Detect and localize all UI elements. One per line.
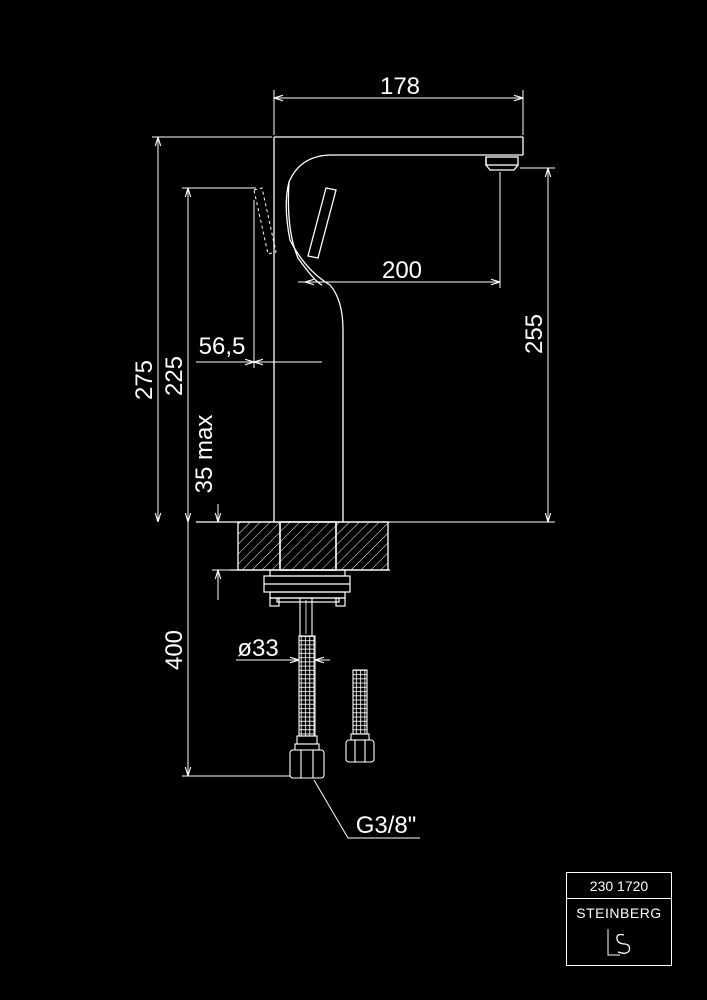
dim-height-275: 275	[131, 360, 158, 400]
hose-secondary	[345, 669, 375, 763]
lever-dashed-position	[253, 187, 277, 255]
dim-reach-200: 200	[382, 257, 422, 284]
steinberg-logo-icon	[607, 929, 631, 956]
deck-section	[196, 521, 390, 571]
lever	[307, 187, 337, 259]
dim-hose-400: 400	[161, 630, 188, 670]
dim-height-255: 255	[521, 314, 548, 354]
faucet-body	[273, 136, 524, 522]
brand-name: STEINBERG	[576, 905, 662, 921]
hose-main	[289, 597, 325, 779]
product-code: 230 1720	[567, 873, 671, 899]
dim-height-225: 225	[161, 356, 188, 396]
dim-diameter-33: ø33	[237, 635, 278, 662]
dim-offset-56-5: 56,5	[199, 333, 246, 360]
dim-thread-g3-8: G3/8"	[356, 812, 417, 839]
title-block: 230 1720 STEINBERG	[566, 872, 672, 966]
dim-width-178: 178	[380, 73, 420, 100]
dimension-lines	[152, 90, 555, 839]
dim-deck-35-max: 35 max	[191, 415, 218, 494]
mounting-nut	[263, 569, 351, 607]
